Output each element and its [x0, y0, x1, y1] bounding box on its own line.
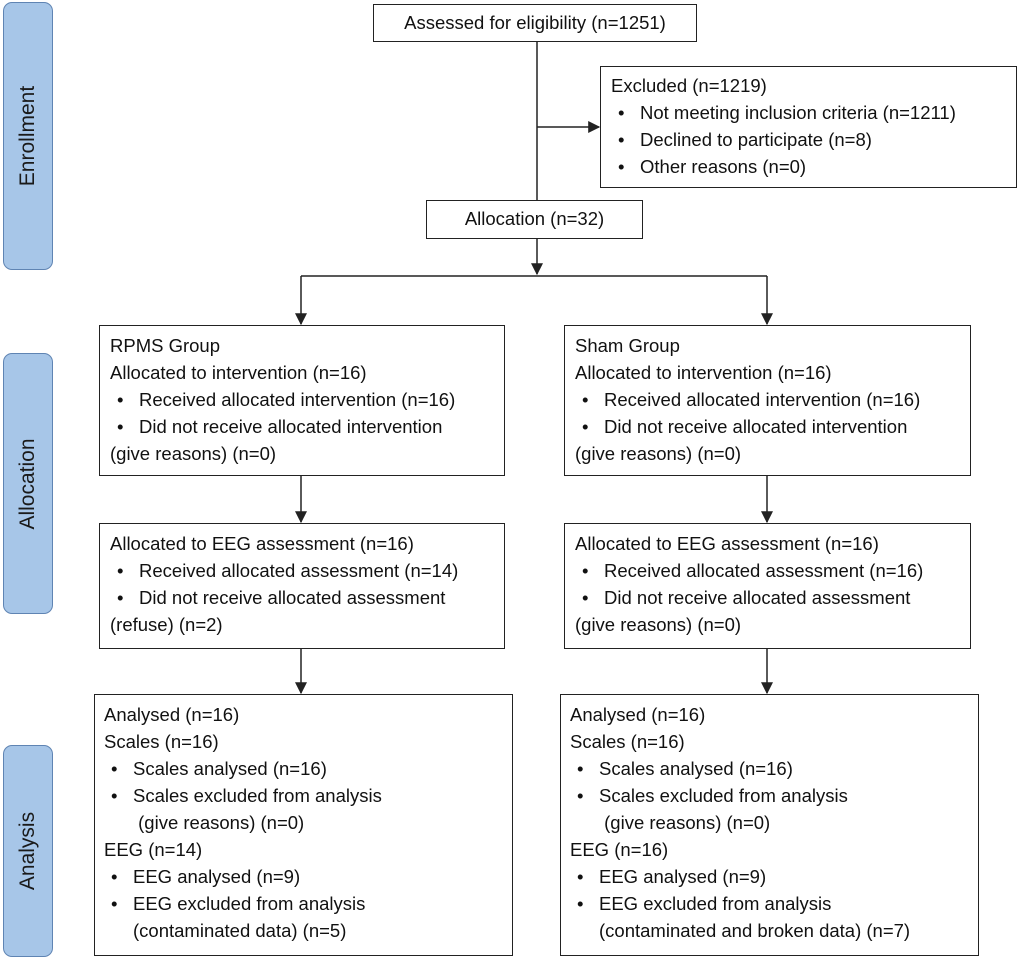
rpms-eeg-allocated: Allocated to EEG assessment (n=16): [110, 533, 414, 554]
sham-analysed: Analysed (n=16): [570, 704, 706, 725]
rpms-eeg-received: Received allocated assessment (n=14): [110, 557, 494, 584]
rpms-scales: Scales (n=16): [104, 731, 219, 752]
rpms-eeg-box: Allocated to EEG assessment (n=16) Recei…: [99, 523, 505, 649]
rpms-not-received: Did not receive allocated intervention: [110, 413, 494, 440]
allocation-box: Allocation (n=32): [426, 200, 643, 239]
sham-scales-reason: (give reasons) (n=0): [599, 812, 771, 833]
rpms-scales-excluded: Scales excluded from analysis: [104, 782, 503, 809]
rpms-not-received-reason: (give reasons) (n=0): [110, 443, 277, 464]
excluded-box: Excluded (n=1219) Not meeting inclusion …: [600, 66, 1017, 188]
stage-allocation: Allocation: [3, 353, 53, 614]
sham-received: Received allocated intervention (n=16): [575, 386, 960, 413]
sham-allocated: Allocated to intervention (n=16): [575, 362, 832, 383]
sham-scales: Scales (n=16): [570, 731, 685, 752]
rpms-eeg: EEG (n=14): [104, 839, 203, 860]
assessed-box: Assessed for eligibility (n=1251): [373, 4, 697, 42]
stage-analysis-label: Analysis: [16, 811, 39, 891]
rpms-group-title: RPMS Group: [110, 335, 221, 356]
sham-eeg-reason: (give reasons) (n=0): [575, 614, 742, 635]
excluded-item: Not meeting inclusion criteria (n=1211): [611, 99, 1006, 126]
stage-enrollment-label: Enrollment: [16, 85, 39, 187]
rpms-analysed: Analysed (n=16): [104, 704, 240, 725]
sham-eeg-excluded-reason: (contaminated and broken data) (n=7): [599, 920, 911, 941]
rpms-analysis-box: Analysed (n=16) Scales (n=16) Scales ana…: [94, 694, 513, 956]
sham-eeg-received: Received allocated assessment (n=16): [575, 557, 960, 584]
rpms-allocated: Allocated to intervention (n=16): [110, 362, 367, 383]
rpms-received: Received allocated intervention (n=16): [110, 386, 494, 413]
excluded-title: Excluded (n=1219): [611, 75, 767, 96]
sham-eeg-excluded: EEG excluded from analysis: [570, 890, 969, 917]
allocation-text: Allocation (n=32): [464, 208, 605, 229]
sham-group-title: Sham Group: [575, 335, 680, 356]
sham-eeg-not-received: Did not receive allocated assessment: [575, 584, 960, 611]
sham-not-received: Did not receive allocated intervention: [575, 413, 960, 440]
rpms-eeg-excluded: EEG excluded from analysis: [104, 890, 503, 917]
rpms-scales-reason: (give reasons) (n=0): [133, 812, 305, 833]
excluded-item: Other reasons (n=0): [611, 153, 1006, 180]
rpms-intervention-box: RPMS Group Allocated to intervention (n=…: [99, 325, 505, 476]
sham-eeg-analysed: EEG analysed (n=9): [570, 863, 969, 890]
sham-not-received-reason: (give reasons) (n=0): [575, 443, 742, 464]
assessed-text: Assessed for eligibility (n=1251): [404, 12, 666, 33]
sham-analysis-box: Analysed (n=16) Scales (n=16) Scales ana…: [560, 694, 979, 956]
excluded-item: Declined to participate (n=8): [611, 126, 1006, 153]
stage-allocation-label: Allocation: [16, 437, 39, 530]
sham-scales-analysed: Scales analysed (n=16): [570, 755, 969, 782]
sham-eeg: EEG (n=16): [570, 839, 669, 860]
sham-eeg-allocated: Allocated to EEG assessment (n=16): [575, 533, 879, 554]
rpms-scales-analysed: Scales analysed (n=16): [104, 755, 503, 782]
rpms-eeg-reason: (refuse) (n=2): [110, 614, 223, 635]
stage-analysis: Analysis: [3, 745, 53, 957]
sham-eeg-box: Allocated to EEG assessment (n=16) Recei…: [564, 523, 971, 649]
rpms-eeg-analysed: EEG analysed (n=9): [104, 863, 503, 890]
sham-intervention-box: Sham Group Allocated to intervention (n=…: [564, 325, 971, 476]
rpms-eeg-not-received: Did not receive allocated assessment: [110, 584, 494, 611]
rpms-eeg-excluded-reason: (contaminated data) (n=5): [133, 920, 347, 941]
stage-enrollment: Enrollment: [3, 2, 53, 270]
sham-scales-excluded: Scales excluded from analysis: [570, 782, 969, 809]
